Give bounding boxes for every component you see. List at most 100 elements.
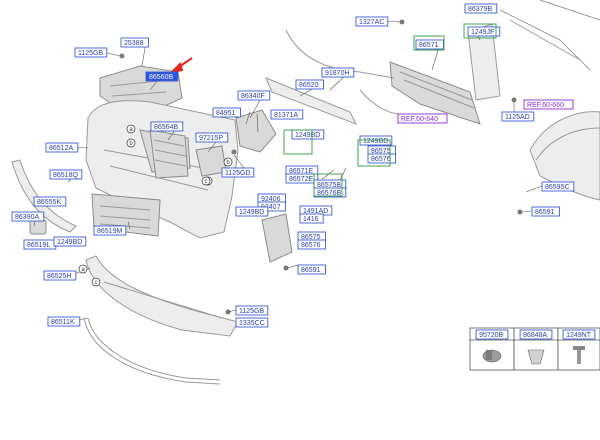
callout-86560b[interactable]: 86560B <box>145 71 179 82</box>
callout-box[interactable] <box>145 71 179 82</box>
callout-box[interactable] <box>359 135 393 146</box>
callout-86511k[interactable]: 86511K <box>47 316 81 327</box>
callout-label: 86379B <box>468 6 492 13</box>
marker-circle <box>78 264 88 274</box>
legend-item-95720b[interactable]: 95720B <box>475 329 509 340</box>
callout-86379b[interactable]: 86379B <box>464 3 498 14</box>
callout-box[interactable] <box>321 67 355 78</box>
callout-box[interactable] <box>47 316 81 327</box>
callout-box[interactable] <box>355 16 389 27</box>
callout-box[interactable] <box>53 236 87 247</box>
callout-1249bd[interactable]: 1249BD <box>235 206 269 217</box>
callout-86519m[interactable]: 86519M <box>93 225 127 236</box>
legend-item-1249nt[interactable]: 1249NT <box>562 329 596 340</box>
callout-86518q[interactable]: 86518Q <box>49 169 83 180</box>
callout-box[interactable] <box>541 181 575 192</box>
callout-box[interactable] <box>45 142 79 153</box>
callout-box[interactable] <box>93 225 127 236</box>
callout-86519l[interactable]: 86519L <box>23 239 57 250</box>
marker-a: a <box>126 124 136 134</box>
callout-box[interactable] <box>501 111 535 122</box>
callout-86571[interactable]: 86571 <box>415 39 444 50</box>
reference-ref-660[interactable]: REF.60-660 <box>523 99 574 110</box>
callout-86512a[interactable]: 86512A <box>45 142 79 153</box>
callout-box[interactable] <box>150 121 184 132</box>
callout-1249bd[interactable]: 1249BD <box>291 129 325 140</box>
callout-86525h[interactable]: 86525H <box>43 270 77 281</box>
callout-86591[interactable]: 86591 <box>297 264 326 275</box>
callout-box[interactable] <box>531 206 560 217</box>
callout-box[interactable] <box>415 39 444 50</box>
callout-label: 86525H <box>47 273 72 280</box>
callout-box[interactable] <box>235 305 269 316</box>
callout-box[interactable] <box>297 239 326 250</box>
callout-1249bd[interactable]: 1249BD <box>53 236 87 247</box>
callout-1125gd[interactable]: 1125GD <box>221 167 255 178</box>
legend-label-box[interactable] <box>519 329 553 340</box>
callout-box[interactable] <box>120 37 149 48</box>
callout-86564b[interactable]: 86564B <box>150 121 184 132</box>
callout-1249jf[interactable]: 1249JF <box>467 26 501 37</box>
callout-box[interactable] <box>49 169 83 180</box>
callout-86520[interactable]: 86520 <box>295 79 324 90</box>
legend-label-box[interactable] <box>562 329 596 340</box>
callout-92407[interactable]: 92407 <box>257 201 286 212</box>
callout-86390a[interactable]: 86390A <box>11 211 45 222</box>
callout-1125gb[interactable]: 1125GB <box>235 305 269 316</box>
callout-box[interactable] <box>295 79 324 90</box>
callout-label: 1249BD <box>57 239 82 246</box>
callout-86340f[interactable]: 86340F <box>237 90 271 101</box>
callout-box[interactable] <box>221 167 255 178</box>
callout-86595c[interactable]: 86595C <box>541 181 575 192</box>
callout-box[interactable] <box>212 107 241 118</box>
callout-1416[interactable]: 1416 <box>299 213 324 224</box>
callout-box[interactable] <box>464 3 498 14</box>
callout-1249bd[interactable]: 1249BD <box>359 135 393 146</box>
callout-86572e[interactable]: 86572E <box>285 173 319 184</box>
reference-box[interactable] <box>523 99 574 110</box>
callout-label: 86518Q <box>53 172 78 179</box>
marker-circle <box>91 277 101 287</box>
callout-1327ac[interactable]: 1327AC <box>355 16 389 27</box>
reference-ref-640[interactable]: REF.60-640 <box>397 113 448 124</box>
callout-box[interactable] <box>467 26 501 37</box>
callout-box[interactable] <box>367 153 396 164</box>
wire-harness-part <box>285 29 399 115</box>
callout-86591[interactable]: 86591 <box>531 206 560 217</box>
callout-box[interactable] <box>195 132 229 143</box>
reference-box[interactable] <box>397 113 448 124</box>
callout-label: 86576B <box>317 190 341 197</box>
callout-box[interactable] <box>270 109 304 120</box>
callout-box[interactable] <box>299 213 324 224</box>
callout-1335cc[interactable]: 1335CC <box>235 317 269 328</box>
callout-86576[interactable]: 86576 <box>297 239 326 250</box>
callout-25388[interactable]: 25388 <box>120 37 149 48</box>
marker-circle <box>126 124 136 134</box>
callout-box[interactable] <box>235 206 269 217</box>
callout-label: 86555K <box>37 199 61 206</box>
callout-86555k[interactable]: 86555K <box>33 196 67 207</box>
callout-1125gb[interactable]: 1125GB <box>74 47 108 58</box>
callout-box[interactable] <box>257 201 286 212</box>
callout-box[interactable] <box>285 173 319 184</box>
callout-1125ad[interactable]: 1125AD <box>501 111 535 122</box>
callout-97215p[interactable]: 97215P <box>195 132 229 143</box>
callout-box[interactable] <box>43 270 77 281</box>
callout-91870h[interactable]: 91870H <box>321 67 355 78</box>
callout-box[interactable] <box>237 90 271 101</box>
callout-84951[interactable]: 84951 <box>212 107 241 118</box>
callout-86576[interactable]: 86576 <box>367 153 396 164</box>
callout-81371a[interactable]: 81371A <box>270 109 304 120</box>
screw-icon <box>573 346 585 364</box>
callout-label: 86576 <box>371 156 391 163</box>
callout-label: 86390A <box>15 214 39 221</box>
callout-box[interactable] <box>235 317 269 328</box>
callout-box[interactable] <box>297 264 326 275</box>
callout-box[interactable] <box>11 211 45 222</box>
sensor-icon <box>482 349 502 363</box>
callout-box[interactable] <box>74 47 108 58</box>
legend-item-86848a[interactable]: 86848A <box>519 329 553 340</box>
legend-label-box[interactable] <box>475 329 509 340</box>
callout-box[interactable] <box>33 196 67 207</box>
callout-label: 97215P <box>199 135 223 142</box>
